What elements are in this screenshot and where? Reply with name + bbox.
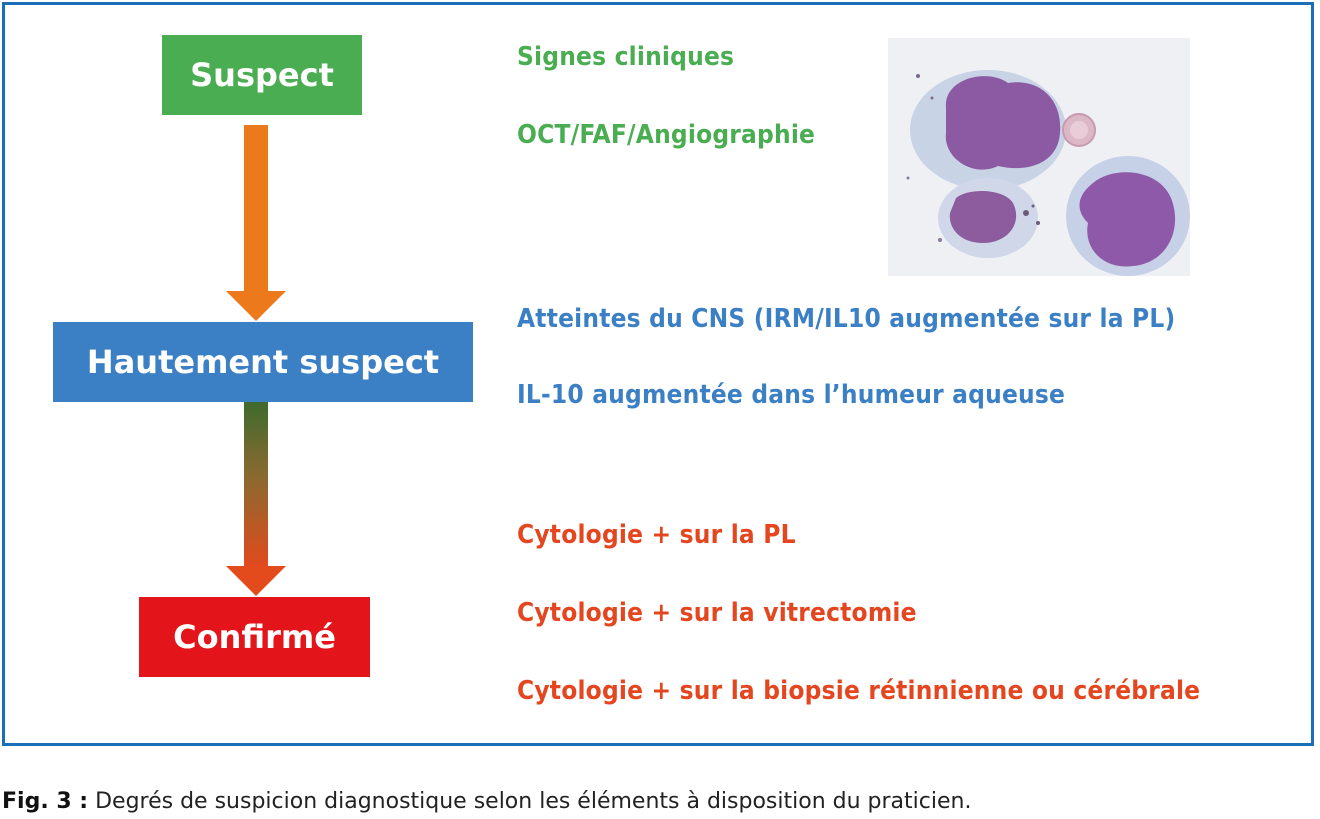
arrow-suspect-to-haut [226, 125, 286, 321]
cytology-micrograph [888, 38, 1190, 276]
criterion-cytologie-vitrectomie: Cytologie + sur la vitrectomie [517, 598, 917, 628]
criterion-cytologie-biopsie: Cytologie + sur la biopsie rétinnienne o… [517, 676, 1201, 706]
criterion-cns: Atteintes du CNS (IRM/IL10 augmentée sur… [517, 304, 1176, 334]
level-suspect-box: Suspect [162, 35, 362, 115]
criterion-il10: IL-10 augmentée dans l’humeur aqueuse [517, 380, 1066, 410]
level-confirme-box: Confirmé [139, 597, 370, 677]
figure-caption: Fig. 3 : Degrés de suspicion diagnostiqu… [2, 789, 971, 814]
caption-text: Degrés de suspicion diagnostique selon l… [88, 789, 972, 814]
caption-label: Fig. 3 : [2, 789, 89, 814]
level-hautement-suspect-box: Hautement suspect [53, 322, 473, 402]
arrow-haut-to-confirme [226, 402, 286, 596]
criterion-imagerie: OCT/FAF/Angiographie [517, 120, 816, 150]
criterion-cytologie-pl: Cytologie + sur la PL [517, 520, 796, 550]
criterion-signes-cliniques: Signes cliniques [517, 42, 735, 72]
